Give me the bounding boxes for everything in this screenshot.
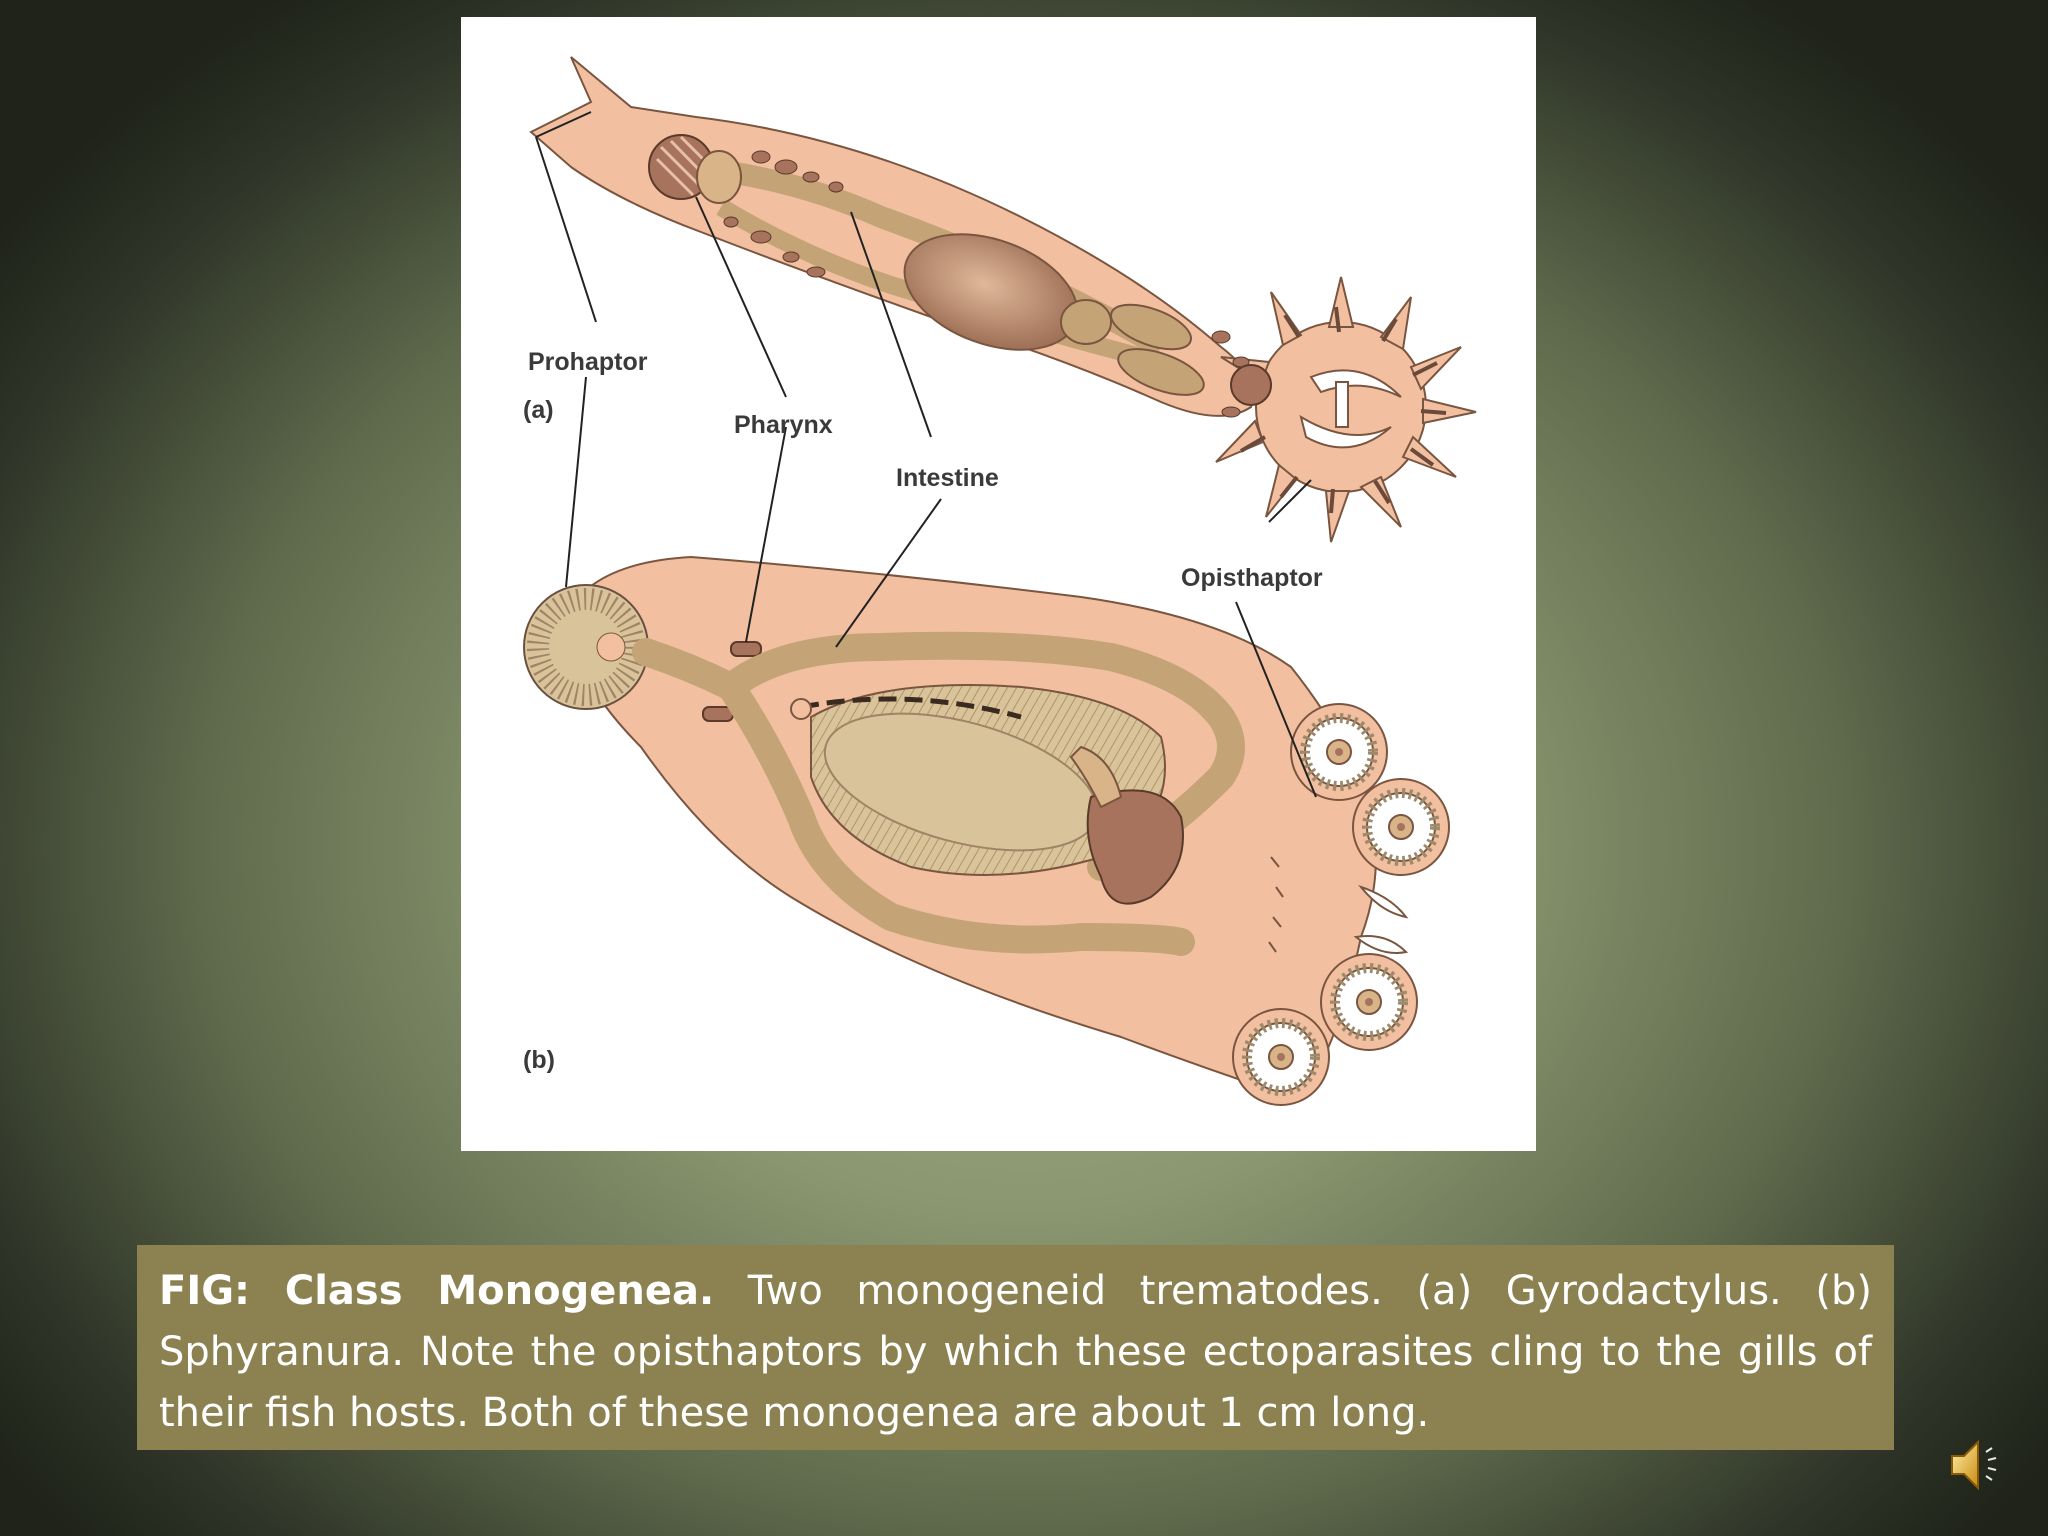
sphyranura-worm [523,555,1450,1106]
label-pharynx: Pharynx [734,411,833,439]
caption-title: FIG: Class Monogenea. [159,1268,715,1314]
figure-panel: Prohaptor (a) Pharynx Intestine Opisthap… [461,17,1536,1151]
prohaptor-b [523,584,649,710]
label-panel-b: (b) [523,1046,555,1074]
pharynx-a [648,134,742,204]
label-opisthaptor: Opisthaptor [1181,564,1323,592]
caption-body: Two monogeneid trematodes. (a) Gyrodacty… [159,1268,1872,1436]
figure-caption: FIG: Class Monogenea. Two monogeneid tre… [137,1245,1894,1450]
monogenea-diagram: Prohaptor (a) Pharynx Intestine Opisthap… [523,56,1477,1106]
speaker-icon[interactable] [1946,1434,2006,1496]
label-panel-a: (a) [523,396,554,424]
gyrodactylus-worm [529,56,1477,543]
label-prohaptor: Prohaptor [528,348,648,376]
opisthaptor-suckers [1232,703,1450,1106]
label-intestine: Intestine [896,464,999,492]
leader-lines [535,111,1317,798]
